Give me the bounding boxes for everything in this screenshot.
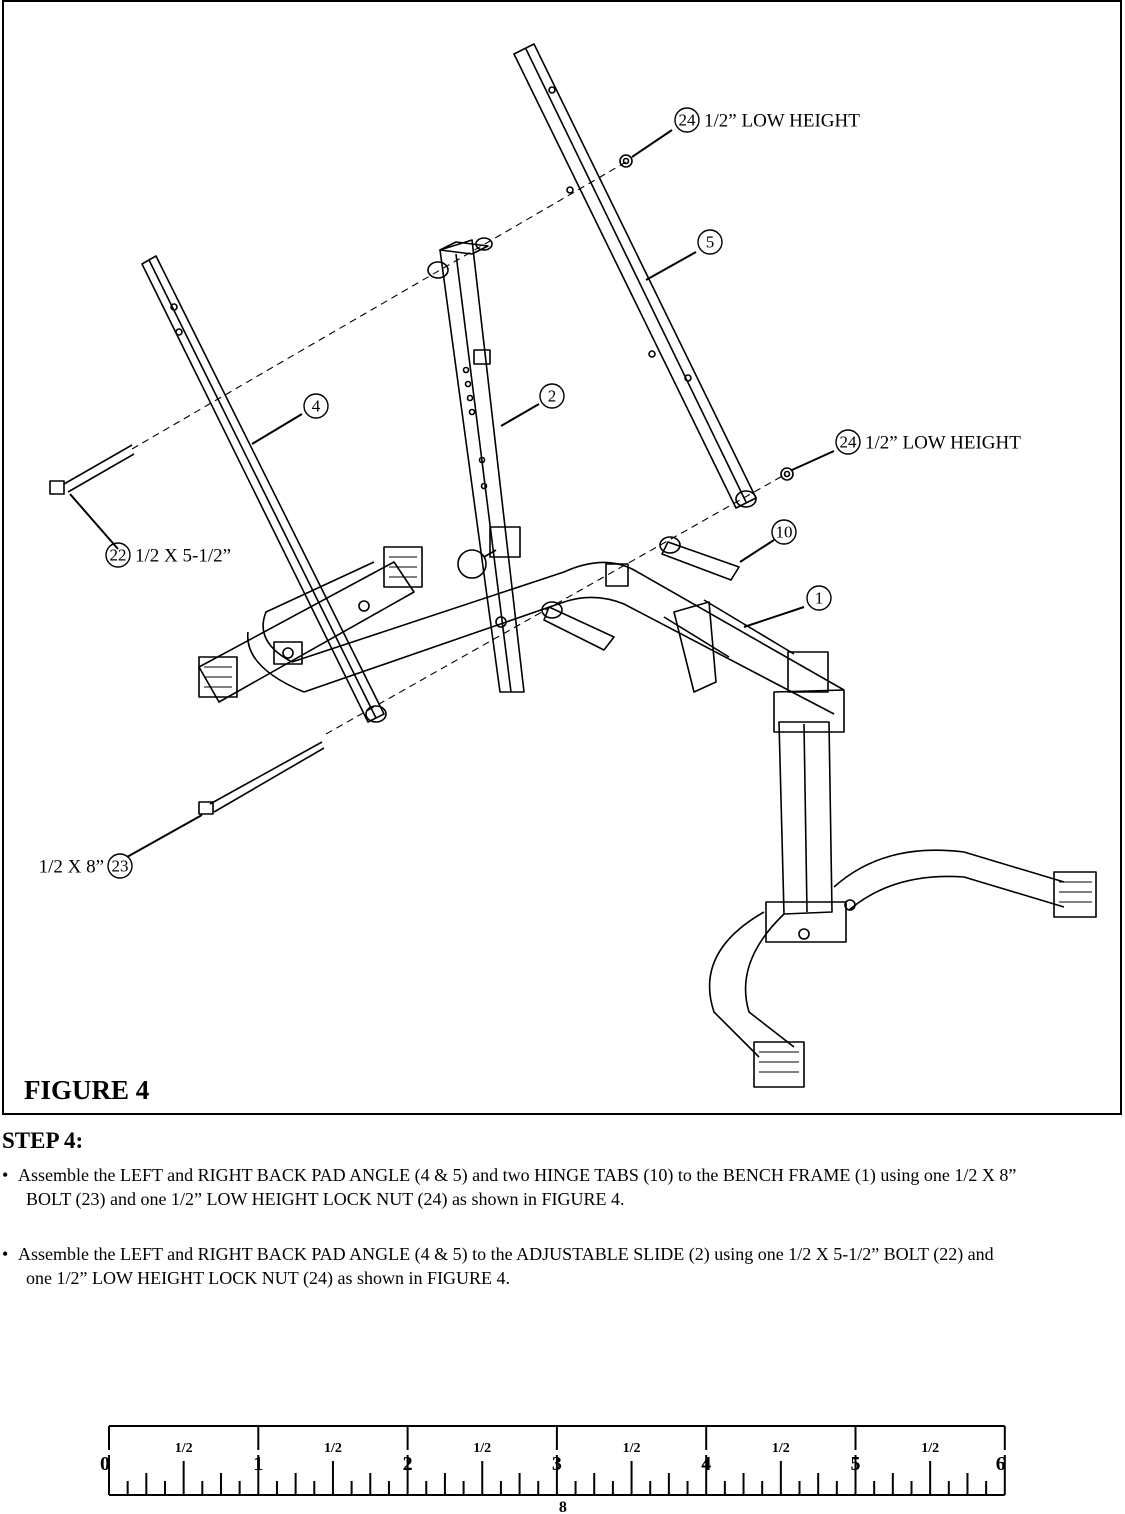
foot-cap-ridges [204, 556, 1092, 1073]
callout-circles [105, 107, 861, 879]
ruler-number-0: 0 [100, 1453, 110, 1475]
ruler-half-label: 1/2 [772, 1441, 790, 1456]
callout-24-top-label: 1/2” LOW HEIGHT [704, 111, 860, 132]
instruction-line: one 1/2” LOW HEIGHT LOCK NUT (24) as sho… [26, 1268, 510, 1288]
instruction-line: BOLT (23) and one 1/2” LOW HEIGHT LOCK N… [26, 1189, 625, 1209]
figure-frame: 24 5 4 2 24 10 1 22 23 1/2” LOW HEIGHT 1… [2, 0, 1122, 1115]
callout-23-number: 23 [112, 857, 129, 876]
figure-title: FIGURE 4 [24, 1075, 150, 1105]
callout-2-number: 2 [548, 387, 557, 406]
bolt-23 [198, 741, 325, 815]
adjustable-slide-2 [427, 237, 525, 693]
ruler-number-3: 3 [552, 1453, 562, 1475]
ruler-half-label: 1/2 [921, 1441, 939, 1456]
bench-frame-1 [198, 546, 1097, 1088]
measurement-ruler: 0 1 2 3 4 5 6 1/2 1/2 1/2 1/2 1/2 1/2 8 [100, 1425, 1006, 1514]
callout-5-number: 5 [706, 233, 715, 252]
ruler-half-label: 1/2 [623, 1441, 641, 1456]
callout-1-number: 1 [815, 589, 824, 608]
callout-24-top-number: 24 [679, 111, 697, 130]
bench-assembly-diagram: 24 5 4 2 24 10 1 22 23 1/2” LOW HEIGHT 1… [39, 43, 1097, 1088]
ruler-number-2: 2 [403, 1453, 413, 1475]
hinge-tabs-10 [541, 536, 740, 651]
alignment-lines [131, 161, 787, 735]
ruler-half-label: 1/2 [473, 1441, 491, 1456]
callout-4-number: 4 [312, 397, 321, 416]
ruler-eighth-label: 8 [559, 1499, 567, 1514]
ruler-number-5: 5 [851, 1453, 861, 1475]
instruction-bullet: •Assemble the LEFT and RIGHT BACK PAD AN… [2, 1163, 1122, 1211]
callout-24-right-label: 1/2” LOW HEIGHT [865, 433, 1021, 454]
callout-22-number: 22 [110, 546, 127, 565]
callout-24-right-number: 24 [840, 433, 858, 452]
back-pad-angle-5 [513, 43, 757, 509]
instruction-bullet: •Assemble the LEFT and RIGHT BACK PAD AN… [2, 1242, 1122, 1290]
back-pad-angle-4 [141, 255, 387, 723]
ruler-number-4: 4 [701, 1453, 711, 1475]
callout-22-label: 1/2 X 5-1/2” [135, 546, 231, 567]
ruler-half-label: 1/2 [324, 1441, 342, 1456]
instruction-line: Assemble the LEFT and RIGHT BACK PAD ANG… [18, 1165, 1017, 1185]
ruler-number-1: 1 [253, 1453, 263, 1475]
leader-lines [69, 129, 835, 858]
ruler-half-label: 1/2 [175, 1441, 193, 1456]
step-title: STEP 4: [2, 1128, 84, 1153]
callout-23-label: 1/2 X 8” [39, 857, 104, 878]
bolt-22 [49, 444, 135, 495]
ruler-number-6: 6 [996, 1453, 1006, 1475]
instruction-line: Assemble the LEFT and RIGHT BACK PAD ANG… [18, 1244, 994, 1264]
callout-10-number: 10 [776, 523, 793, 542]
lock-nuts-24 [619, 154, 794, 481]
